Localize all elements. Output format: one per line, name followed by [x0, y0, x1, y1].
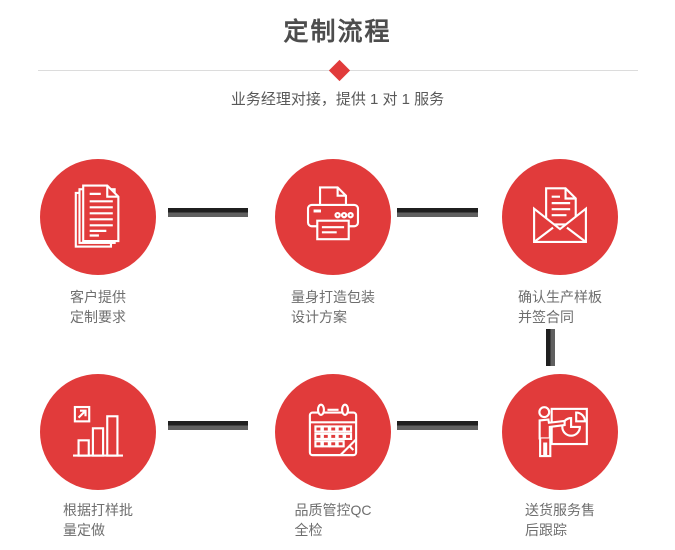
step-label-line: 设计方案 [291, 309, 347, 325]
step-label-line: 客户提供 [70, 289, 126, 305]
step-label-line: 定制要求 [70, 309, 126, 325]
step-label-line: 品质管控QC [294, 502, 372, 518]
step-circle-5 [275, 374, 391, 490]
step-label-6: 送货服务售 后跟踪 [525, 500, 595, 540]
connector-bar-vertical [546, 329, 555, 366]
step-label-2: 量身打造包装 设计方案 [291, 287, 375, 327]
connector-bar [168, 208, 248, 217]
step-circle-4 [40, 374, 156, 490]
step-label-line: 确认生产样板 [518, 289, 602, 305]
step-circle-1 [40, 159, 156, 275]
connector-bar [397, 421, 478, 430]
printer-icon [306, 186, 360, 241]
step-label-line: 量身打造包装 [291, 289, 375, 305]
step-label-1: 客户提供 定制要求 [70, 287, 126, 327]
connector-bar [168, 421, 248, 430]
presentation-icon [538, 406, 588, 458]
step-label-line: 量定做 [63, 522, 105, 538]
step-circle-6 [502, 374, 618, 490]
step-label-line: 送货服务售 [525, 502, 595, 518]
step-label-line: 根据打样批 [63, 502, 133, 518]
step-label-3: 确认生产样板 并签合同 [518, 287, 602, 327]
subtitle: 业务经理对接，提供 1 对 1 服务 [230, 91, 445, 108]
documents-icon [74, 184, 120, 248]
calendar-icon [308, 403, 358, 457]
diamond-icon [328, 59, 351, 82]
step-circle-3 [502, 159, 618, 275]
step-circle-2 [275, 159, 391, 275]
envelope-icon [533, 187, 587, 244]
bar-chart-icon [73, 405, 123, 457]
step-label-4: 根据打样批 量定做 [63, 500, 133, 540]
page-title: 定制流程 [283, 18, 392, 46]
connector-bar [397, 208, 478, 217]
step-label-5: 品质管控QC 全检 [295, 500, 372, 540]
step-label-line: 全检 [294, 522, 323, 538]
step-label-line: 后跟踪 [525, 522, 567, 538]
step-label-line: 并签合同 [518, 309, 574, 325]
